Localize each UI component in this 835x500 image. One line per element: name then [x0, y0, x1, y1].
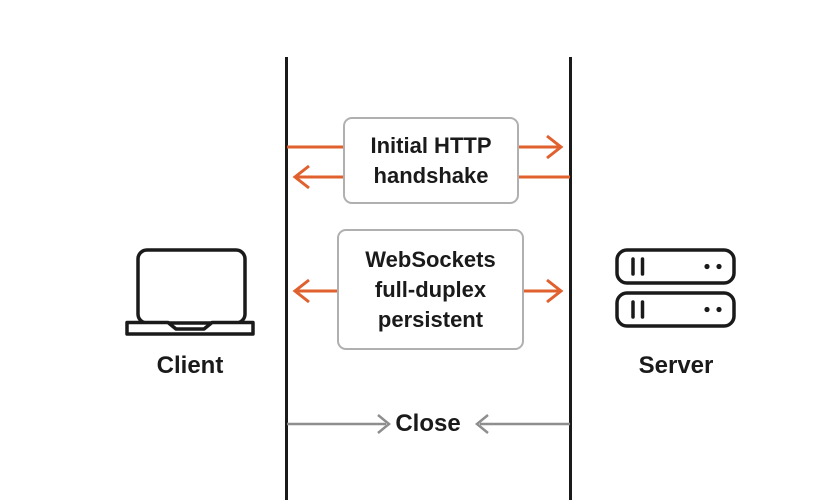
- http-handshake-line2: handshake: [373, 162, 489, 188]
- server-label: Server: [638, 352, 714, 379]
- http-handshake-line1: Initial HTTP: [370, 132, 492, 158]
- close-arrow-left: [287, 414, 391, 434]
- websockets-line2: full-duplex: [374, 276, 487, 302]
- server-stack-icon: [615, 248, 736, 328]
- laptop-icon: [125, 248, 255, 336]
- websockets-box: WebSockets full-duplex persistent: [337, 229, 524, 350]
- client-label: Client: [156, 352, 224, 379]
- close-arrow-right: [475, 414, 570, 434]
- close-label: Close: [395, 410, 461, 437]
- websockets-line3: persistent: [377, 306, 484, 332]
- websockets-line1: WebSockets: [365, 246, 496, 272]
- http-handshake-box: Initial HTTP handshake: [343, 117, 519, 204]
